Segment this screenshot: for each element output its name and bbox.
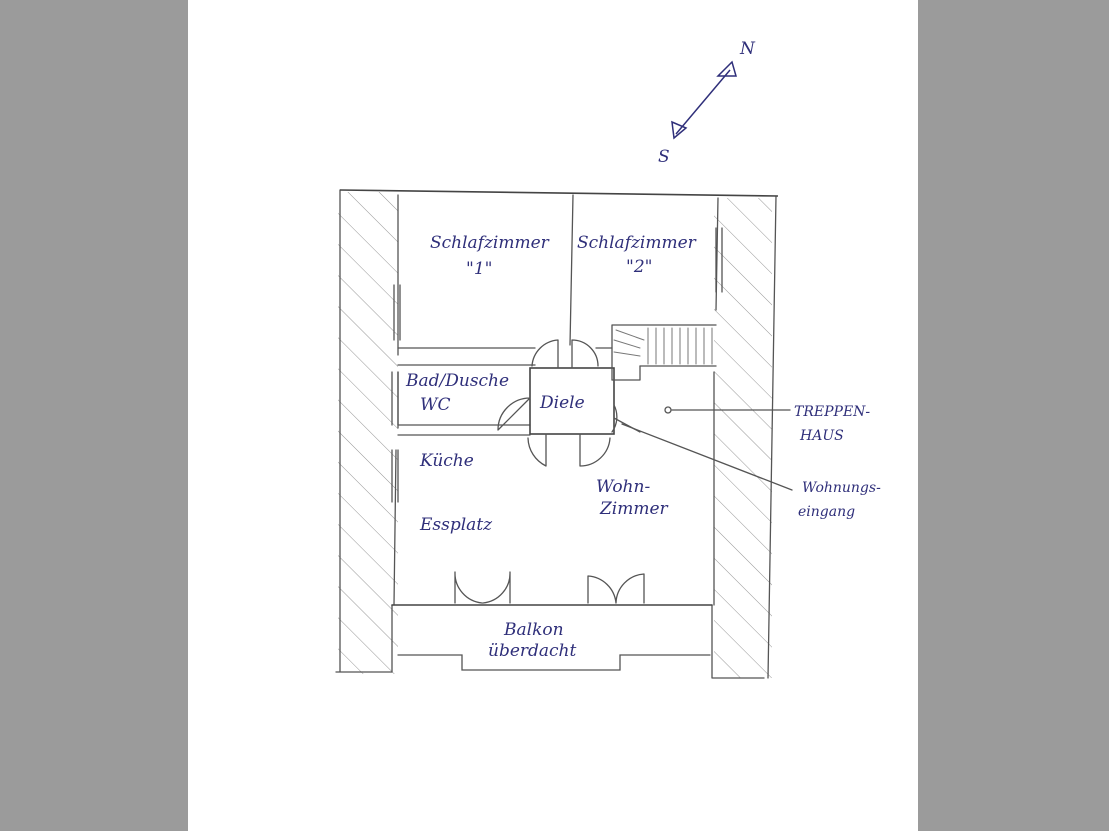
outer-walls — [335, 189, 779, 679]
label-bedroom-2: Schlafzimmer — [577, 233, 697, 253]
paper-sheet — [188, 0, 918, 831]
label-stairwell-1: TREPPEN- — [794, 404, 870, 420]
label-bath: Bad/Dusche — [405, 371, 509, 391]
balcony-doors — [454, 571, 645, 604]
label-bedroom-2-number: "2" — [626, 257, 652, 277]
label-entrance-1: Wohnungs- — [802, 480, 881, 496]
annotation-entrance: Wohnungs- eingang — [621, 423, 881, 520]
compass-south-label: S — [658, 147, 670, 167]
bedroom-divider-wall — [569, 194, 574, 346]
door-living — [579, 433, 611, 467]
window-bedroom-2 — [715, 227, 723, 293]
window-bedroom-1 — [393, 284, 401, 341]
label-wc: WC — [420, 395, 450, 415]
label-living-2: Zimmer — [599, 499, 669, 519]
balcony — [391, 604, 713, 671]
interior-walls — [397, 194, 717, 436]
door-bedroom-2 — [571, 339, 599, 369]
left-wall — [338, 192, 398, 674]
doors — [497, 339, 641, 467]
label-kitchen: Küche — [419, 451, 474, 471]
label-dining: Essplatz — [419, 515, 493, 535]
compass-south-arrow — [671, 120, 688, 140]
window-kitchen — [391, 449, 399, 503]
label-entrance-2: eingang — [798, 504, 855, 520]
label-bedroom-1: Schlafzimmer — [430, 233, 550, 253]
door-entrance — [611, 404, 641, 433]
label-bedroom-1-number: "1" — [466, 259, 492, 279]
window-bath — [391, 371, 399, 426]
right-wall — [714, 198, 772, 678]
annotation-stairwell: TREPPEN- HAUS — [664, 404, 870, 444]
door-bedroom-1 — [531, 339, 559, 369]
label-balcony-covered: überdacht — [488, 641, 577, 661]
label-stairwell-2: HAUS — [799, 428, 844, 444]
compass-axis — [675, 69, 731, 135]
top-wall — [339, 189, 779, 197]
compass: N S — [658, 39, 756, 167]
label-balcony: Balkon — [503, 620, 564, 640]
label-hall: Diele — [539, 393, 585, 413]
door-bath — [497, 397, 531, 431]
stairwell-stairs — [613, 327, 713, 365]
label-living-1: Wohn- — [596, 477, 650, 497]
compass-north-arrow — [716, 60, 737, 77]
compass-north-label: N — [739, 39, 756, 59]
door-kitchen — [527, 433, 547, 467]
